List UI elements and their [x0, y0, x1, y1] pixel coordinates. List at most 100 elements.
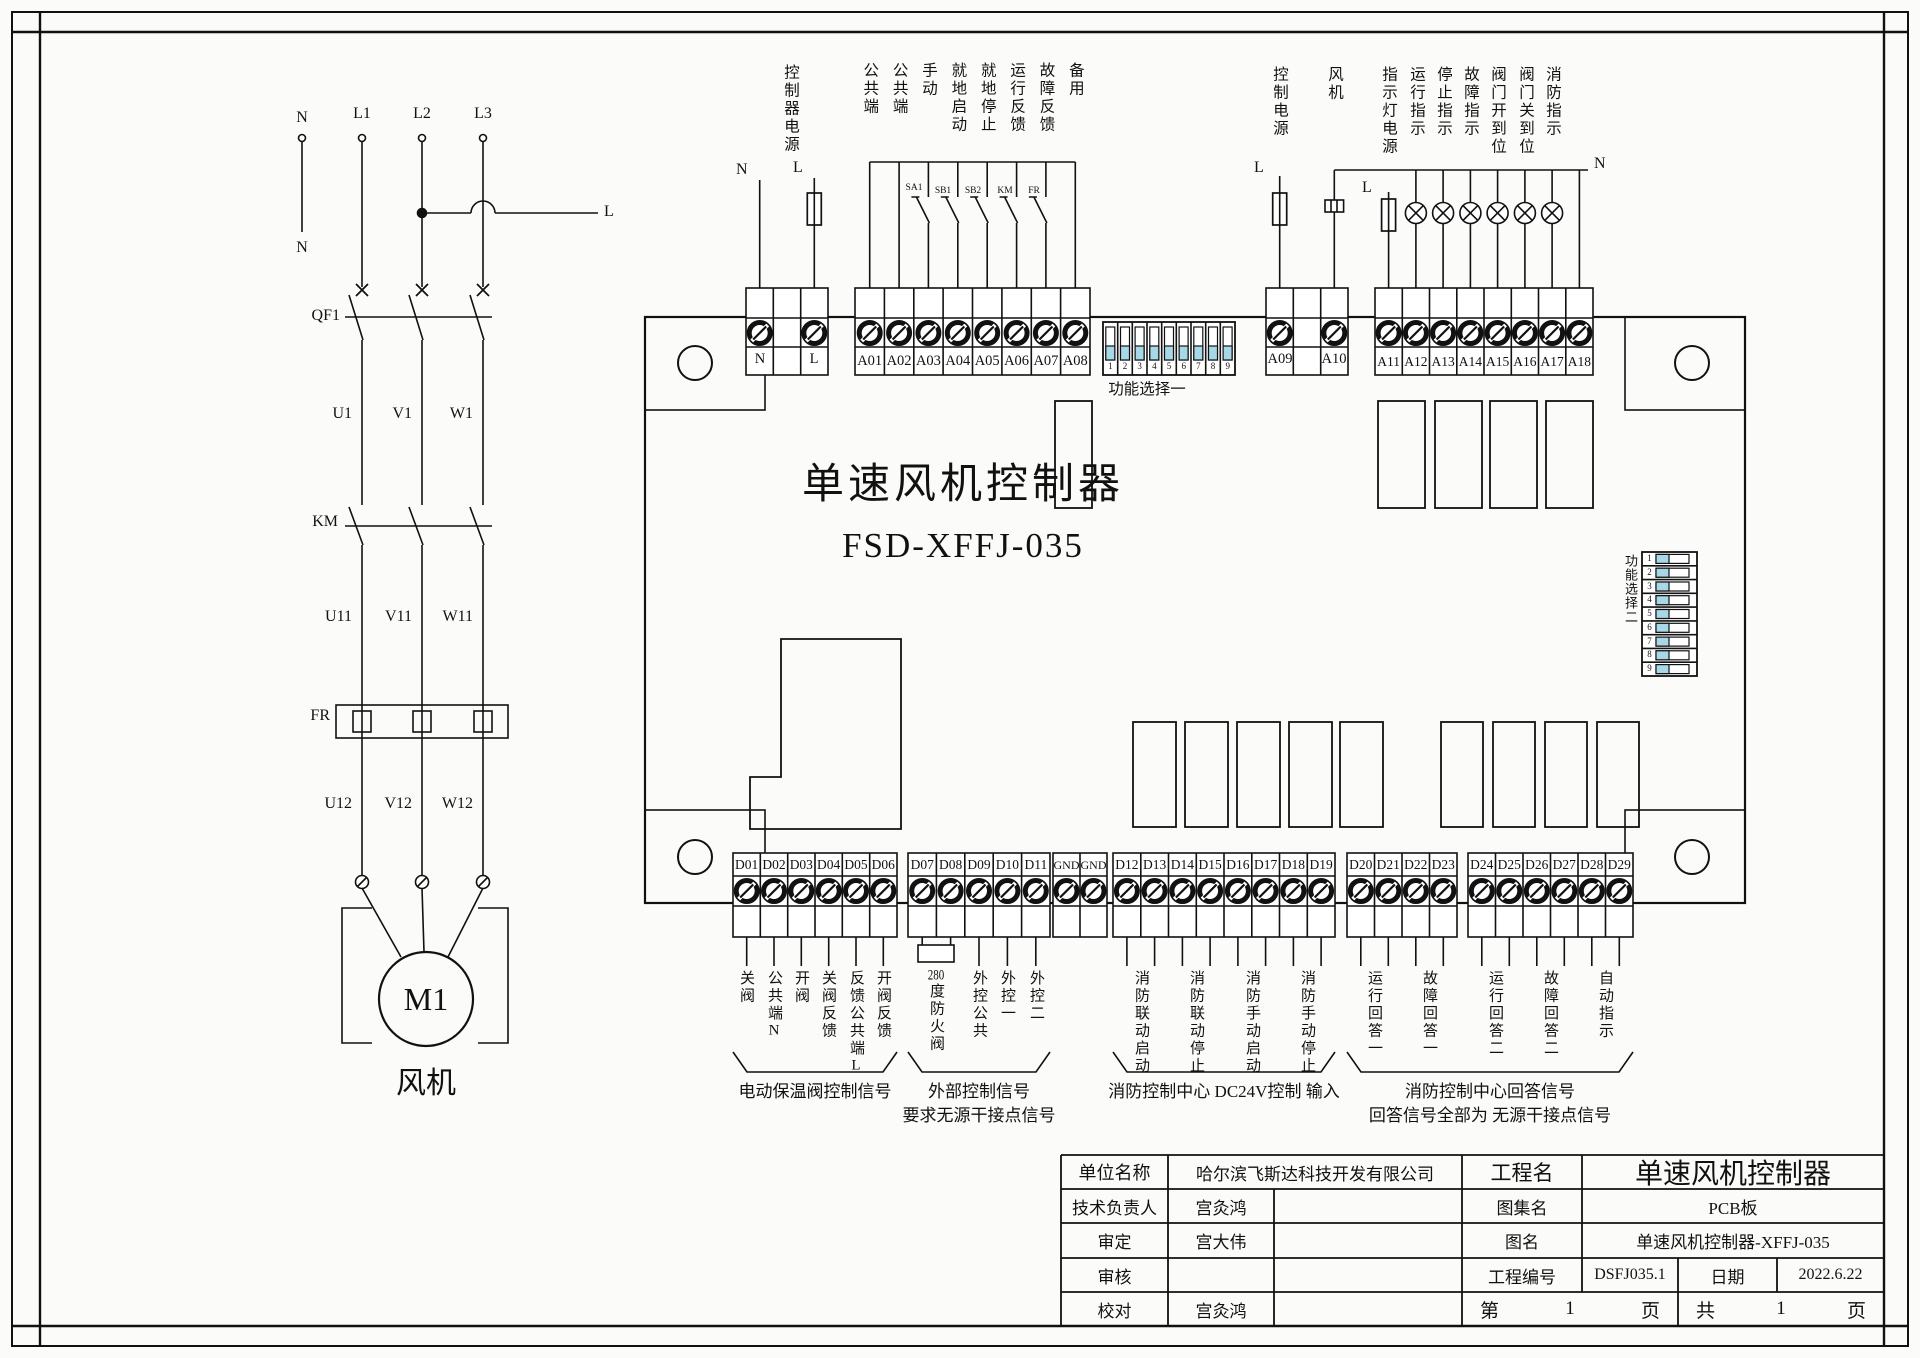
total-suffix: 页 [1846, 1300, 1866, 1322]
project-name-label: 工程名 [1490, 1161, 1554, 1185]
dip-number: 2 [1647, 566, 1652, 577]
proofreader-value: 宫灸鸿 [1195, 1301, 1247, 1321]
l-a11-label: L [1362, 179, 1372, 196]
page-number: 1 [1565, 1298, 1575, 1319]
sig-fault-answer-1: 故障回答一 [1421, 970, 1437, 1058]
terminal-label: D27 [1552, 857, 1576, 872]
dip-number: 9 [1225, 361, 1230, 371]
terminal-label: A07 [1033, 353, 1059, 369]
pcb-board-outline [643, 315, 1747, 905]
l-a09-label: L [1254, 159, 1264, 176]
wire-w12-label: W12 [441, 795, 473, 812]
atlas-label: 图集名 [1496, 1198, 1548, 1218]
terminal-label: A02 [886, 353, 912, 369]
wire-w1-label: W1 [449, 405, 473, 422]
switch-fr-label: FR [1028, 186, 1040, 196]
terminal-label: D01 [735, 857, 759, 872]
group3-caption: 消防控制中心 DC24V控制 输入 [1108, 1082, 1340, 1101]
sig-fire-man-stop: 消防手动停止 [1299, 970, 1315, 1075]
group2-caption: 外部控制信号 [928, 1082, 1030, 1101]
page-prefix: 第 [1480, 1300, 1500, 1322]
terminal-label: D11 [1024, 857, 1048, 872]
terminal-label: D18 [1281, 857, 1305, 872]
approver-value: 宫大伟 [1195, 1233, 1247, 1252]
page-suffix: 页 [1640, 1300, 1660, 1322]
bottom-terminal-strips [732, 852, 1634, 938]
input-label: 手动 [919, 62, 937, 98]
input-label: 备用 [1066, 62, 1084, 98]
terminal-label: D15 [1198, 857, 1222, 872]
phase-l1-label: L1 [353, 105, 371, 122]
terminal-label: D13 [1143, 857, 1167, 872]
ctrl-power-right-label: 控制电源 [1271, 66, 1288, 138]
switch-sb1-label: SB1 [934, 186, 952, 196]
dip-number: 7 [1647, 635, 1652, 646]
input-label: 故障反馈 [1037, 62, 1055, 134]
terminal-label: D06 [871, 857, 895, 872]
terminal-label: A18 [1567, 354, 1591, 369]
motor-circuit [297, 133, 598, 1048]
dip-number: 5 [1647, 608, 1652, 619]
group1-caption: 电动保温阀控制信号 [738, 1082, 892, 1101]
sig-open-fb: 开阀反馈 [875, 970, 891, 1040]
neutral-label: N [296, 239, 308, 256]
terminal-label: D09 [967, 857, 991, 872]
terminal-label: A16 [1513, 354, 1537, 369]
board-title: 单速风机控制器 [801, 462, 1124, 508]
input-label: 公共端 [890, 62, 908, 116]
valve-close-label: 阀门关到位 [1517, 66, 1534, 156]
dip-number: 9 [1647, 663, 1652, 674]
project-code-value: DSFJ035.1 [1594, 1266, 1666, 1283]
strip-l-wire-label: L [793, 159, 803, 176]
phase-l2-label: L2 [413, 105, 431, 122]
project-code-label: 工程编号 [1488, 1267, 1556, 1287]
sig-close-valve: 关阀 [738, 970, 754, 1005]
sig-fault-answer-2: 故障回答二 [1542, 970, 1558, 1058]
switch-sa1-label: SA1 [905, 183, 923, 193]
live-branch-label: L [604, 203, 614, 220]
sig-ext-1: 外控一 [999, 970, 1015, 1023]
terminal-label: D25 [1497, 857, 1521, 872]
top-wiring [758, 161, 1588, 288]
input-label: 就地启动 [949, 62, 967, 134]
dip-number: 8 [1647, 649, 1652, 660]
dip-number: 1 [1108, 361, 1113, 371]
wire-u1-label: U1 [332, 405, 352, 422]
project-name-value: 单速风机控制器 [1634, 1159, 1831, 1190]
group2-caption-2: 要求无源干接点信号 [902, 1106, 1056, 1125]
input-label: 公共端 [861, 62, 879, 116]
terminal-label: D05 [844, 857, 868, 872]
total-prefix: 共 [1696, 1300, 1716, 1322]
terminal-label: A06 [1004, 353, 1030, 369]
title-block-grid [1060, 1154, 1885, 1327]
approver-label: 审定 [1097, 1233, 1132, 1252]
phase-n-label: N [296, 109, 308, 126]
unit-name-value: 哈尔滨飞斯达科技开发有限公司 [1196, 1164, 1434, 1184]
input-label: 运行反馈 [1008, 62, 1026, 134]
terminal-label: D22 [1404, 857, 1428, 872]
input-label: 就地停止 [978, 62, 996, 134]
terminal-label: A01 [857, 353, 883, 369]
input-labels-row: 公共端公共端手动就地启动就地停止运行反馈故障反馈备用 [855, 62, 1090, 202]
wire-u11-label: U11 [325, 608, 352, 625]
wire-v11-label: V11 [385, 608, 412, 625]
wire-v1-label: V1 [392, 405, 412, 422]
terminal-label: D29 [1607, 857, 1631, 872]
dip-number: 4 [1152, 361, 1157, 371]
tech-lead-value: 宫灸鸿 [1195, 1198, 1247, 1218]
fire-ind-label: 消防指示 [1544, 66, 1561, 138]
sig-run-answer-2: 运行回答二 [1487, 970, 1503, 1058]
terminal-label: D24 [1470, 857, 1494, 872]
sig-fire-link-stop: 消防联动停止 [1188, 970, 1204, 1075]
thermal-fr-label: FR [310, 707, 330, 724]
dip-number: 7 [1196, 361, 1201, 371]
phase-l3-label: L3 [474, 105, 492, 122]
